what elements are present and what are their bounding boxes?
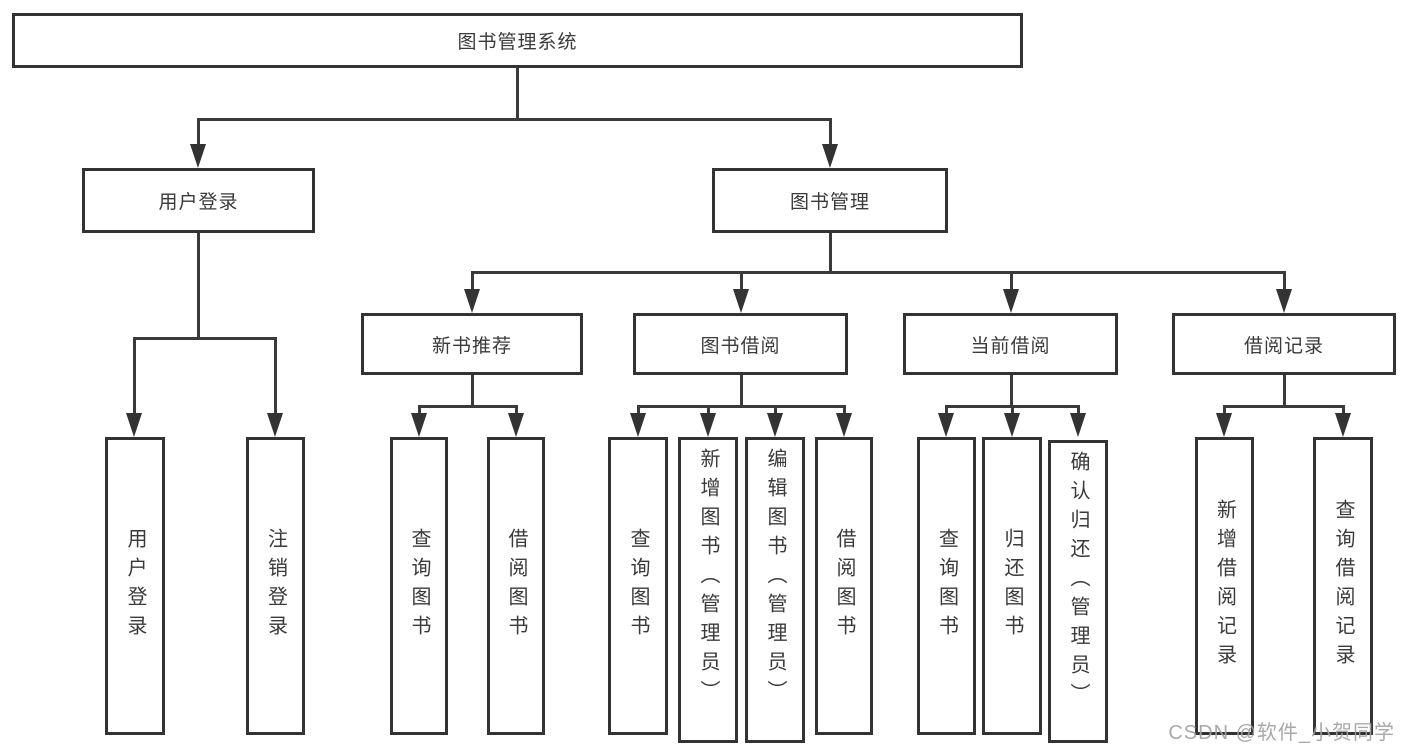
connector-arrow bbox=[1335, 413, 1351, 437]
leaf-edit-books-admin: 编辑图书（管理员） bbox=[745, 437, 805, 743]
leaf-borrow-books: 借阅图书 bbox=[815, 437, 873, 735]
leaf-edit-books-admin-label: 编辑图书（管理员） bbox=[764, 448, 786, 709]
leaf-return-books: 归还图书 bbox=[982, 437, 1042, 735]
connector-line bbox=[1223, 405, 1345, 408]
connector-line bbox=[740, 271, 743, 292]
connector-line bbox=[945, 405, 948, 418]
connector-arrow bbox=[822, 144, 838, 168]
connector-line bbox=[829, 233, 832, 274]
node-system-root: 图书管理系统 bbox=[12, 13, 1023, 68]
node-system-root-label: 图书管理系统 bbox=[457, 32, 578, 53]
connector-arrow bbox=[1003, 289, 1019, 313]
connector-arrow bbox=[1216, 413, 1232, 437]
connector-arrow bbox=[700, 413, 716, 437]
connector-line bbox=[274, 337, 277, 416]
connector-line bbox=[637, 405, 846, 408]
leaf-query-borrow-record-label: 查询借阅记录 bbox=[1332, 499, 1354, 673]
leaf-user-login-label: 用户登录 bbox=[124, 528, 146, 644]
leaf-query-books-current: 查询图书 bbox=[917, 437, 976, 735]
connector-line bbox=[1077, 405, 1080, 418]
leaf-query-books-recommend-label: 查询图书 bbox=[408, 528, 430, 644]
connector-line bbox=[418, 405, 518, 408]
connector-line bbox=[740, 375, 743, 408]
leaf-add-borrow-record: 新增借阅记录 bbox=[1195, 437, 1254, 735]
connector-arrow bbox=[1276, 289, 1292, 313]
connector-line bbox=[637, 405, 640, 418]
connector-line bbox=[516, 68, 519, 121]
connector-line bbox=[515, 405, 518, 418]
connector-line bbox=[843, 405, 846, 418]
connector-line bbox=[1010, 375, 1013, 408]
connector-line bbox=[1010, 271, 1013, 292]
connector-line bbox=[197, 118, 200, 148]
connector-arrow bbox=[630, 413, 646, 437]
connector-line bbox=[471, 271, 474, 292]
connector-arrow bbox=[767, 413, 783, 437]
leaf-confirm-return-admin-label: 确认归还（管理员） bbox=[1067, 451, 1089, 712]
node-new-book-recommend: 新书推荐 bbox=[361, 313, 583, 375]
connector-line bbox=[471, 375, 474, 408]
node-book-borrowing: 图书借阅 bbox=[633, 313, 848, 375]
leaf-logout: 注销登录 bbox=[246, 437, 305, 735]
connector-arrow bbox=[1070, 413, 1086, 437]
node-current-borrowing: 当前借阅 bbox=[903, 313, 1118, 375]
node-book-management-label: 图书管理 bbox=[789, 192, 870, 213]
connector-line bbox=[1011, 405, 1014, 418]
connector-line bbox=[707, 405, 710, 418]
leaf-logout-label: 注销登录 bbox=[264, 528, 287, 644]
leaf-user-login: 用户登录 bbox=[105, 437, 165, 735]
node-borrowing-records-label: 借阅记录 bbox=[1243, 335, 1324, 357]
connector-line bbox=[829, 118, 832, 148]
node-book-management: 图书管理 bbox=[712, 168, 948, 233]
node-current-borrowing-label: 当前借阅 bbox=[970, 335, 1051, 357]
connector-line bbox=[1342, 405, 1345, 418]
connector-arrow bbox=[1004, 413, 1020, 437]
connector-arrow bbox=[126, 413, 142, 437]
connector-arrow bbox=[733, 289, 749, 313]
connector-line bbox=[197, 233, 200, 340]
connector-arrow bbox=[508, 413, 524, 437]
leaf-add-books-admin: 新增图书（管理员） bbox=[678, 437, 738, 743]
csdn-watermark: CSDN @软件_小贺同学 bbox=[1168, 722, 1395, 744]
leaf-return-books-label: 归还图书 bbox=[1001, 528, 1023, 644]
connector-line bbox=[1223, 405, 1226, 418]
node-new-book-recommend-label: 新书推荐 bbox=[431, 335, 512, 357]
node-user-login: 用户登录 bbox=[82, 168, 315, 233]
connector-line bbox=[1283, 375, 1286, 408]
connector-line bbox=[133, 337, 277, 340]
leaf-query-borrow-record: 查询借阅记录 bbox=[1313, 437, 1373, 735]
connector-line bbox=[197, 118, 832, 121]
leaf-borrow-books-label: 借阅图书 bbox=[833, 528, 855, 644]
node-borrowing-records: 借阅记录 bbox=[1172, 313, 1396, 375]
leaf-borrow-books-recommend: 借阅图书 bbox=[487, 437, 545, 735]
leaf-query-books-current-label: 查询图书 bbox=[935, 528, 958, 644]
leaf-add-borrow-record-label: 新增借阅记录 bbox=[1213, 499, 1236, 673]
connector-arrow bbox=[464, 289, 480, 313]
connector-line bbox=[418, 405, 421, 418]
connector-arrow bbox=[411, 413, 427, 437]
leaf-add-books-admin-label: 新增图书（管理员） bbox=[697, 448, 719, 709]
connector-line bbox=[774, 405, 777, 418]
leaf-borrow-books-recommend-label: 借阅图书 bbox=[505, 528, 527, 644]
connector-line bbox=[471, 271, 1286, 274]
connector-line bbox=[133, 337, 136, 416]
leaf-query-books-borrowing-label: 查询图书 bbox=[627, 528, 649, 644]
node-book-borrowing-label: 图书借阅 bbox=[700, 335, 781, 357]
node-user-login-label: 用户登录 bbox=[158, 192, 239, 213]
leaf-confirm-return-admin: 确认归还（管理员） bbox=[1048, 440, 1108, 743]
connector-line bbox=[1283, 271, 1286, 292]
leaf-query-books-recommend: 查询图书 bbox=[390, 437, 448, 735]
connector-arrow bbox=[836, 413, 852, 437]
connector-arrow bbox=[938, 413, 954, 437]
connector-arrow bbox=[190, 144, 206, 168]
connector-arrow bbox=[267, 413, 283, 437]
leaf-query-books-borrowing: 查询图书 bbox=[608, 437, 668, 735]
